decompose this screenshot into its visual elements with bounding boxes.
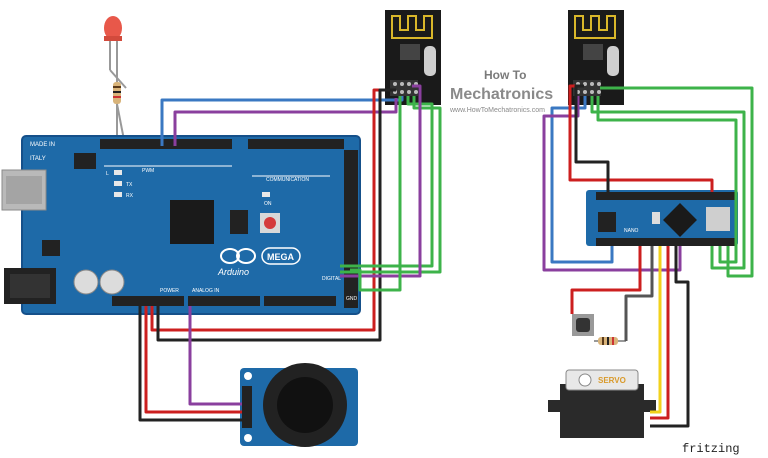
wire-black-mega — [156, 88, 396, 342]
wire-green-nano-3 — [600, 86, 754, 278]
wire-green-mega-2 — [340, 96, 442, 274]
l-label: L — [106, 171, 109, 177]
on-label: ON — [264, 201, 272, 207]
tx-label: TX — [126, 182, 133, 188]
arduino-logo — [220, 247, 301, 265]
mega-model-label: MEGA — [267, 252, 295, 262]
wire-gray-button — [624, 246, 654, 341]
nano-label: NANO — [624, 228, 639, 234]
wire-purple-joystick — [188, 306, 242, 406]
wire-purple-mega-2 — [340, 84, 422, 278]
watermark-line2: Mechatronics — [450, 86, 553, 103]
power-label: POWER — [160, 288, 179, 294]
wire-red-joystick — [144, 306, 242, 414]
made-in-label: MADE IN — [30, 142, 55, 148]
wire-green-mega-3 — [350, 96, 402, 292]
top-header-right — [248, 139, 344, 149]
country-label: ITALY — [30, 156, 46, 162]
voltage-regulator — [42, 240, 60, 256]
wire-red-servo — [650, 246, 670, 420]
capacitor — [99, 269, 125, 295]
wire-blue-mega — [160, 96, 404, 146]
wire-red-nano — [568, 84, 714, 192]
arduino-brand-label: Arduino — [217, 267, 249, 277]
rx-label: RX — [126, 193, 134, 199]
joystick-module — [240, 363, 358, 447]
howtomechatronics-watermark: How To Mechatronics www.HowToMechatronic… — [449, 68, 553, 114]
wire-green-nano-2 — [596, 96, 738, 264]
power-header — [112, 296, 184, 306]
servo-label: SERVO — [598, 376, 626, 385]
wire-black-nano — [574, 84, 610, 192]
analog-header-2 — [264, 296, 336, 306]
servo-motor: SERVO — [548, 369, 656, 438]
digital-header — [344, 150, 358, 308]
icsp-header — [230, 210, 248, 234]
arduino-nano-board: NANO — [586, 190, 738, 246]
watermark-url: www.HowToMechatronics.com — [449, 107, 545, 114]
analog-header-1 — [188, 296, 260, 306]
digital-label: DIGITAL — [322, 276, 341, 282]
fritzing-credit: fritzing — [682, 442, 740, 456]
watermark-line1: How To — [484, 68, 526, 82]
top-header-left — [100, 139, 232, 149]
wire-yellow-servo — [650, 246, 662, 414]
communication-label: COMMUNICATION — [266, 177, 309, 183]
icsp-header-2 — [74, 153, 96, 169]
arduino-mega-board: MADE IN ITALY PWM COMMUNICATION TX RX L … — [1, 135, 361, 315]
pwm-label: PWM — [142, 168, 154, 174]
wire-green-nano-1 — [590, 96, 746, 270]
wire-red-button — [570, 246, 642, 314]
microcontroller-chip — [170, 200, 214, 244]
push-button — [572, 314, 594, 336]
wire-black-servo — [650, 246, 690, 428]
gnd-label: GND — [346, 296, 358, 302]
wire-black-joystick — [138, 306, 242, 422]
analog-in-label: ANALOG IN — [192, 288, 220, 294]
button-resistor — [594, 337, 626, 345]
capacitor — [73, 269, 99, 295]
wires — [138, 84, 754, 428]
wire-purple-mega — [173, 98, 398, 146]
wire-blue-nano — [550, 96, 614, 264]
wire-purple-nano — [542, 96, 682, 272]
